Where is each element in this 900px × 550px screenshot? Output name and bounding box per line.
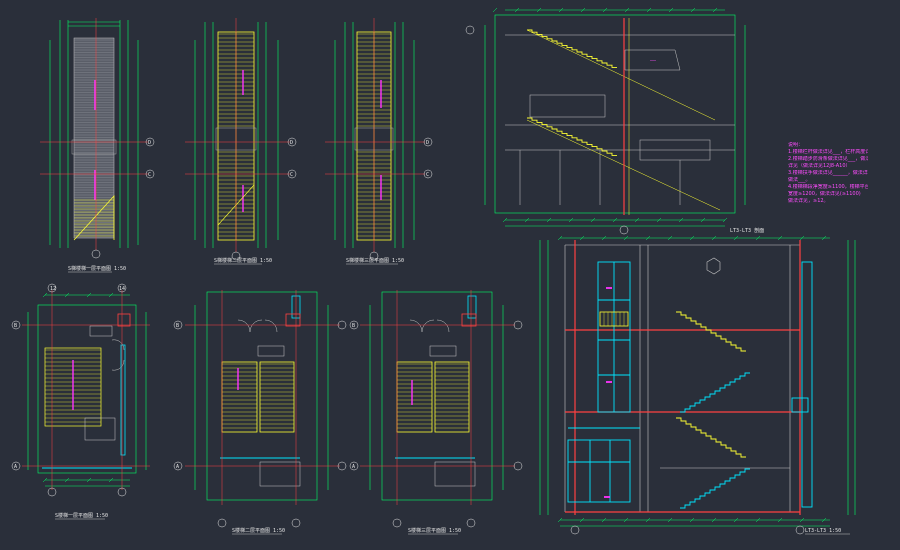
plan-top-1: D C S梯楼梯一层平面图 1:50 <box>40 18 155 273</box>
axis-a-label: A <box>14 464 17 470</box>
plan-top-1-title: S梯楼梯一层平面图 1:50 <box>68 265 126 272</box>
plan-bot-1: B A 12 14 S楼梯一层平面图 1:50 <box>11 283 150 520</box>
note-line: 详见（做法详见12J8-A10） <box>788 163 851 169</box>
svg-text:——: —— <box>650 58 657 64</box>
plan-top-2: D C S梯楼梯二层平面图 1:50 <box>185 18 297 265</box>
plan-top-3-title: S梯楼梯三层平面图 1:50 <box>346 257 404 264</box>
axis-d-label-2: D <box>290 140 293 146</box>
axis-b-label-2: B <box>176 323 179 329</box>
plan-bot-3-title: S楼梯三层平面图 1:50 <box>408 527 461 534</box>
plan-bot-3: B A S楼梯三层平面图 1:50 <box>349 290 523 535</box>
axis-b-label-3: B <box>352 323 355 329</box>
notes-title: 说明： <box>788 142 804 148</box>
plan-top-2-title: S梯楼梯二层平面图 1:50 <box>214 257 272 264</box>
axis-d-label: D <box>148 140 151 146</box>
note-line: 1.楼梯栏杆做法详见___，栏杆高度详见 <box>788 149 868 155</box>
section-right: LT3-LT3 剖面 LT3-LT3 1:50 <box>539 227 856 535</box>
axis-12-label: 12 <box>50 286 56 292</box>
section-bottom-title: LT3-LT3 1:50 <box>805 528 841 534</box>
plan-bot-2: B A S楼梯二层平面图 1:50 <box>173 290 347 535</box>
section-top: —— <box>465 9 746 235</box>
note-line: 做法详见，≥12。 <box>788 198 829 204</box>
section-right-title: LT3-LT3 剖面 <box>730 227 764 234</box>
note-line: 2.楼梯踏步防滑条做法详见___，做法 <box>788 156 868 162</box>
note-line: 4.楼梯梯段净宽度≥1100，楼梯平台净 <box>788 184 868 190</box>
axis-a-label-3: A <box>352 464 355 470</box>
axis-c-label: C <box>148 172 151 178</box>
axis-c-label-2: C <box>290 172 293 178</box>
axis-d-label-3: D <box>426 140 429 146</box>
note-line: 宽度≥1200，做法详见(≥1100) <box>788 191 861 197</box>
plan-bot-2-title: S楼梯二层平面图 1:50 <box>232 527 285 534</box>
note-line: 3.楼梯扶手做法详见______，做法详见 <box>788 170 868 176</box>
axis-c-label-3: C <box>426 172 429 178</box>
axis-14-label: 14 <box>119 286 125 292</box>
general-notes: 说明： 1.楼梯栏杆做法详见___，栏杆高度详见 2.楼梯踏步防滑条做法详见__… <box>788 142 868 205</box>
axis-a-label-2: A <box>176 464 179 470</box>
plan-bot-1-title: S楼梯一层平面图 1:50 <box>55 512 108 519</box>
note-line: 做法___。 <box>788 177 811 183</box>
plan-top-3: D C S梯楼梯三层平面图 1:50 <box>325 18 433 265</box>
axis-b-label: B <box>14 323 17 329</box>
